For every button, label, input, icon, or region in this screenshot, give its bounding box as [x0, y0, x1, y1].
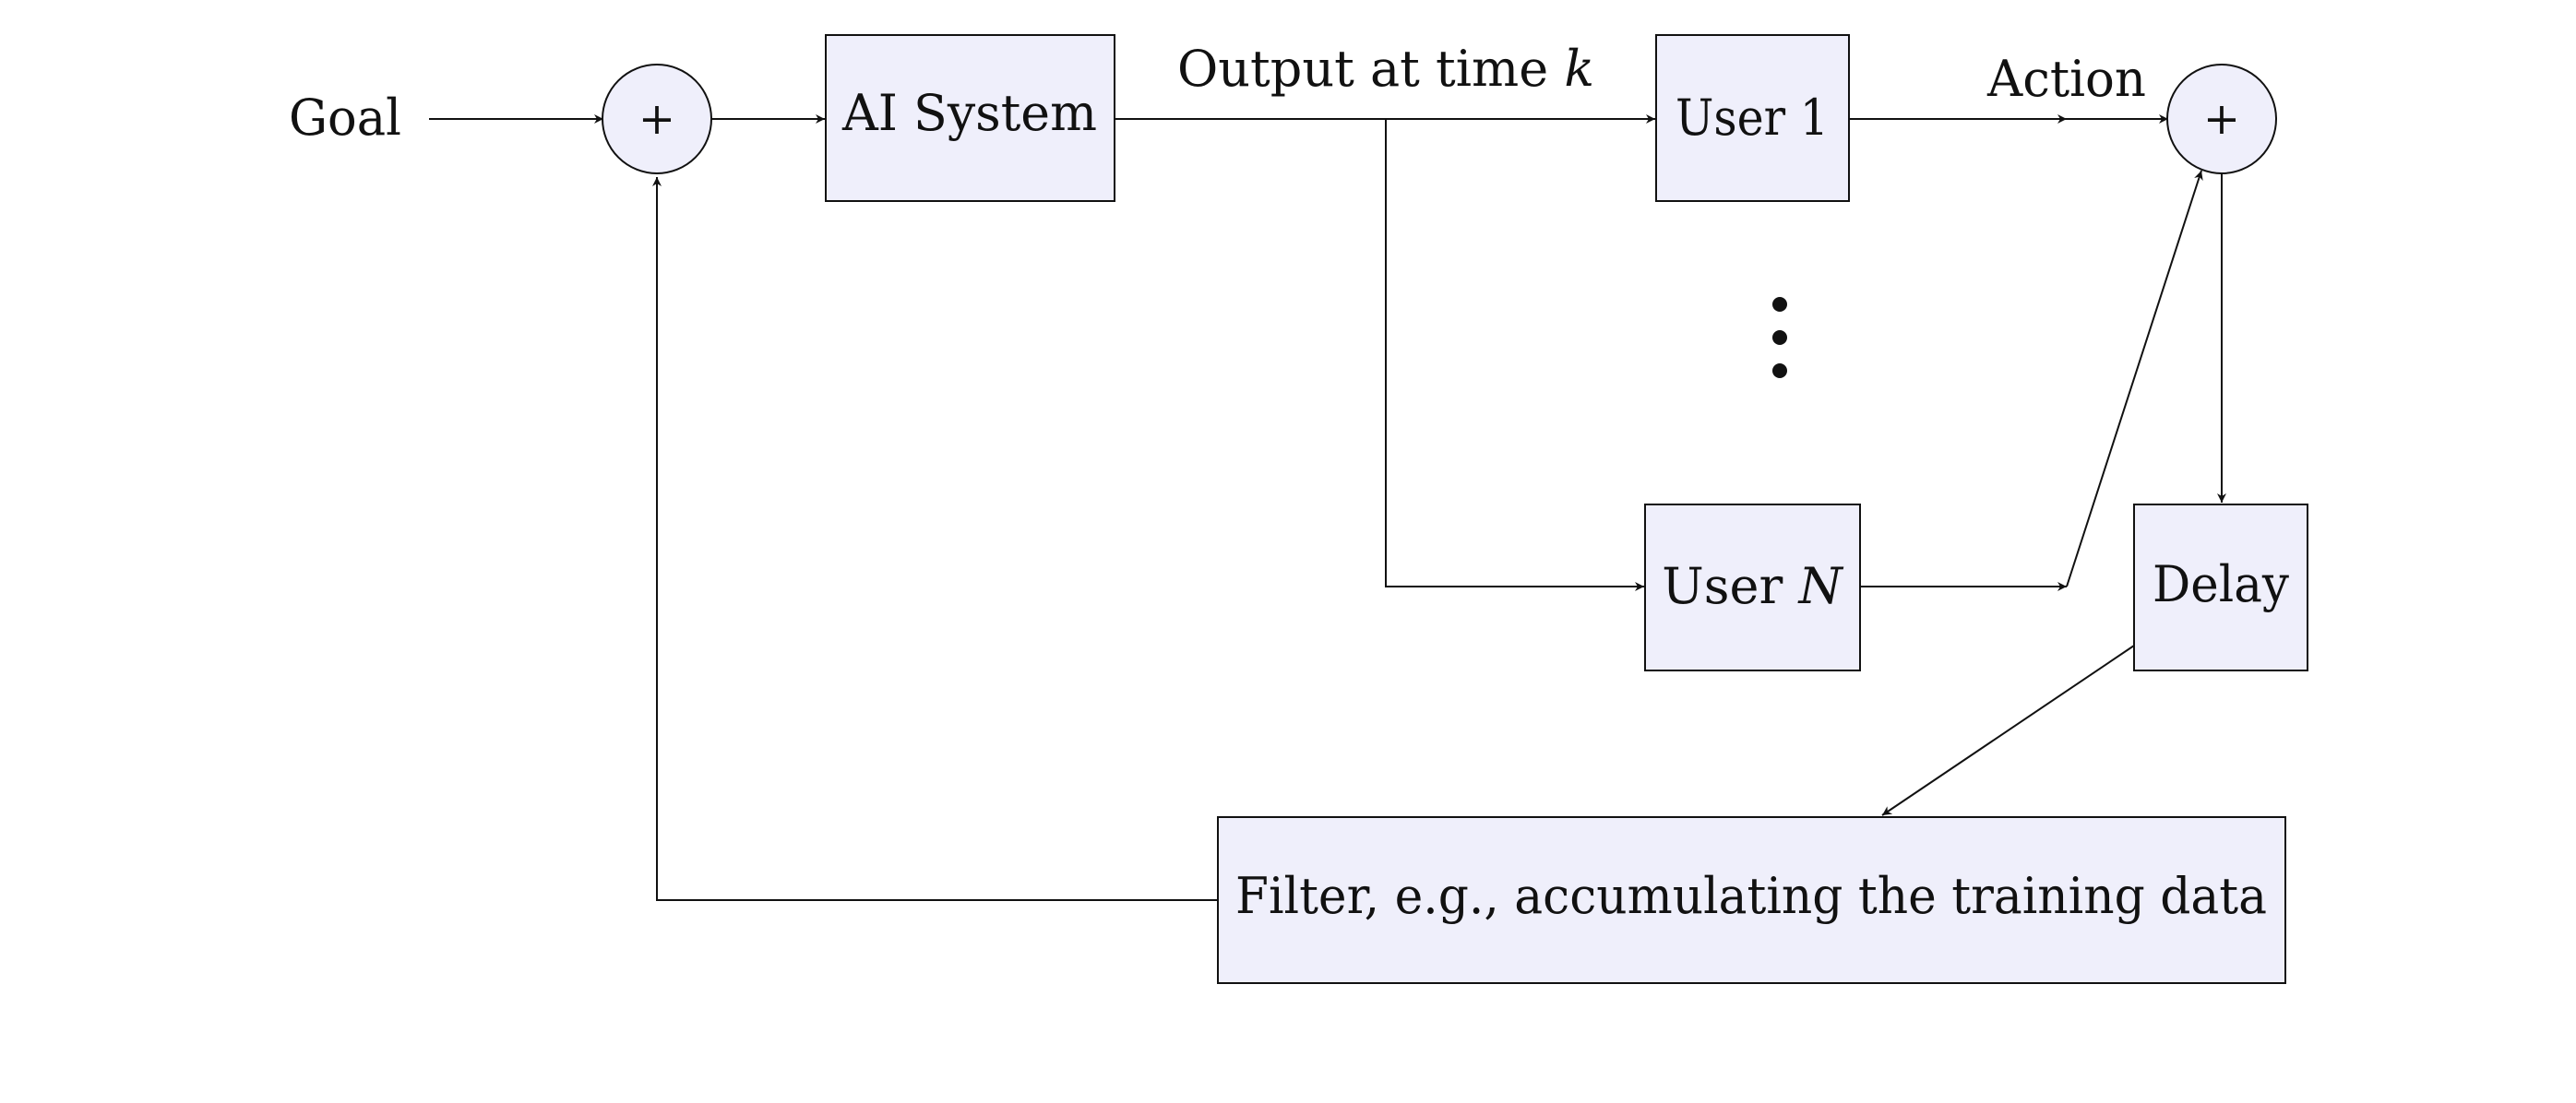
sum-left-symbol: + [638, 93, 675, 145]
block-ai-system: AI System [825, 34, 1115, 202]
arrow-branch-to-usern [1385, 119, 1644, 591]
ai-system-label: AI System [841, 84, 1097, 142]
output-variable: k [1564, 40, 1594, 98]
arrow-filter-to-sum [652, 177, 1218, 901]
sum-node-right: + [2166, 64, 2277, 174]
sum-node-left: + [602, 64, 712, 174]
goal-label: Goal [289, 89, 401, 147]
user-n-label: User N [1662, 557, 1843, 615]
action-label: Action [1986, 50, 2146, 108]
ellipsis-more-users [1772, 297, 1787, 378]
user-n-variable: N [1796, 557, 1843, 615]
block-filter: Filter, e.g., accumulating the training … [1217, 816, 2286, 984]
delay-label: Delay [2153, 555, 2289, 613]
arrow-delay-to-filter [1881, 645, 2135, 816]
block-delay: Delay [2133, 504, 2308, 671]
block-user-1: User 1 [1655, 34, 1850, 202]
output-label: Output at time k [1177, 40, 1594, 98]
user-n-text: User [1662, 557, 1783, 615]
sum-right-symbol: + [2203, 93, 2240, 145]
filter-label: Filter, e.g., accumulating the training … [1235, 867, 2267, 925]
user-1-label: User 1 [1676, 89, 1829, 147]
arrow-usern-to-sum [2066, 170, 2203, 587]
block-user-n: User N [1644, 504, 1861, 671]
output-text: Output at time [1177, 40, 1548, 98]
